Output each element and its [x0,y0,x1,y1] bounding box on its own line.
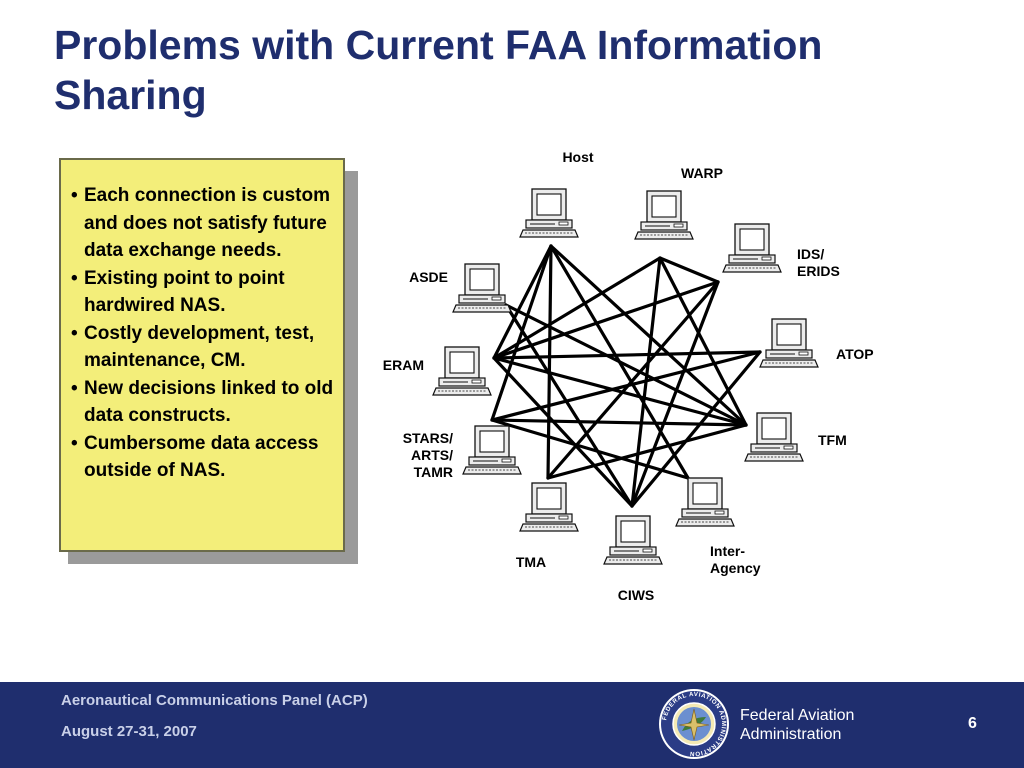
link-ids-erids-ciws [630,280,720,508]
node-label-line: Host [562,149,593,165]
node-label-ciws: CIWS [618,587,655,603]
link-tfm-asde [504,303,748,427]
node-label-host: Host [562,149,593,165]
node-label-line: ATOP [836,346,874,362]
node-host: Host [519,149,594,238]
node-asde: ASDE [409,263,512,313]
computer-terminal-icon [603,515,663,565]
link-tfm-eram [492,356,748,427]
node-stars: STARS/ARTS/TAMR [403,425,522,480]
connection-lines [490,244,762,508]
node-label-line: STARS/ [403,430,453,446]
node-tfm: TFM [744,412,847,462]
link-warp-eram [492,256,662,360]
computer-terminal-icon [744,412,804,462]
bullet-point-to-point: Existing point to point hardwired NAS. [71,265,334,320]
node-warp: WARP [634,165,723,240]
node-label-eram: ERAM [383,357,424,373]
node-label-line: WARP [681,165,723,181]
problem-list: Each connection is custom and does not s… [61,160,343,485]
faa-wordmark: Federal Aviation Administration [740,706,854,744]
node-label-warp: WARP [681,165,723,181]
node-label-stars: STARS/ARTS/TAMR [403,430,453,480]
link-host-eram [492,244,553,360]
title-line-1: Problems with Current FAA Information [54,22,823,68]
link-host-stars [490,244,553,422]
page-number: 6 [968,715,977,732]
computer-terminal-icon [432,346,492,396]
node-tma: TMA [516,482,579,570]
computer-terminal-icon [675,477,735,527]
node-label-line: ERAM [383,357,424,373]
bullet-old-data-constructs: New decisions linked to old data constru… [71,375,334,430]
link-ciws-eram [492,356,634,508]
faa-name-line-2: Administration [740,726,842,743]
link-warp-ids-erids [658,256,720,284]
faa-name-line-1: Federal Aviation [740,707,855,724]
node-inter-agency: Inter-Agency [675,477,761,576]
computer-terminal-icon [634,190,694,240]
node-label-tfm: TFM [818,432,847,448]
node-label-line: TFM [818,432,847,448]
link-tfm-stars [490,418,748,427]
node-label-line: CIWS [618,587,655,603]
node-label-line: ERIDS [797,263,840,279]
title-line-2: Sharing [54,72,207,118]
computer-terminal-icon [519,188,579,238]
node-label-line: TMA [516,554,546,570]
node-label-line: TAMR [414,464,453,480]
link-atop-eram [492,350,762,360]
link-host-tfm [549,244,748,427]
node-label-line: ARTS/ [411,447,453,463]
link-ciws-asde [504,303,634,508]
slide-title: Problems with Current FAA Information Sh… [54,20,994,120]
node-label-atop: ATOP [836,346,874,362]
link-tma-host [546,244,553,480]
computer-terminal-icon [519,482,579,532]
node-atop: ATOP [759,318,874,368]
link-warp-tfm [658,256,748,427]
bullet-custom-connections: Each connection is custom and does not s… [71,182,334,265]
computer-terminal-icon [722,223,782,273]
node-label-asde: ASDE [409,269,448,285]
problems-note: Each connection is custom and does not s… [59,158,345,552]
bullet-costly-development: Costly development, test, maintenance, C… [71,320,334,375]
computer-terminal-icon [759,318,819,368]
link-atop-ciws [630,350,762,508]
node-ciws: CIWS [603,515,663,603]
node-label-line: IDS/ [797,246,824,262]
computer-terminal-icon [452,263,512,313]
node-eram: ERAM [383,346,492,396]
node-label-ids-erids: IDS/ERIDS [797,246,840,279]
node-label-line: Inter- [710,543,745,559]
node-label-inter-agency: Inter-Agency [710,543,761,576]
bullet-cumbersome-access: Cumbersome data access outside of NAS. [71,430,334,485]
link-atop-stars [490,350,762,422]
footer-bar: Aeronautical Communications Panel (ACP) … [0,682,1024,768]
node-label-line: ASDE [409,269,448,285]
link-tfm-tma [546,423,748,480]
link-inter-agency-stars [490,418,690,480]
node-label-line: Agency [710,560,761,576]
computer-terminal-icon [462,425,522,475]
node-label-tma: TMA [516,554,546,570]
footer-date: August 27-31, 2007 [61,723,197,740]
footer-event: Aeronautical Communications Panel (ACP) [61,692,368,709]
node-ids-erids: IDS/ERIDS [722,223,840,279]
faa-seal-icon: FEDERAL AVIATION ADMINISTRATION [659,689,729,759]
